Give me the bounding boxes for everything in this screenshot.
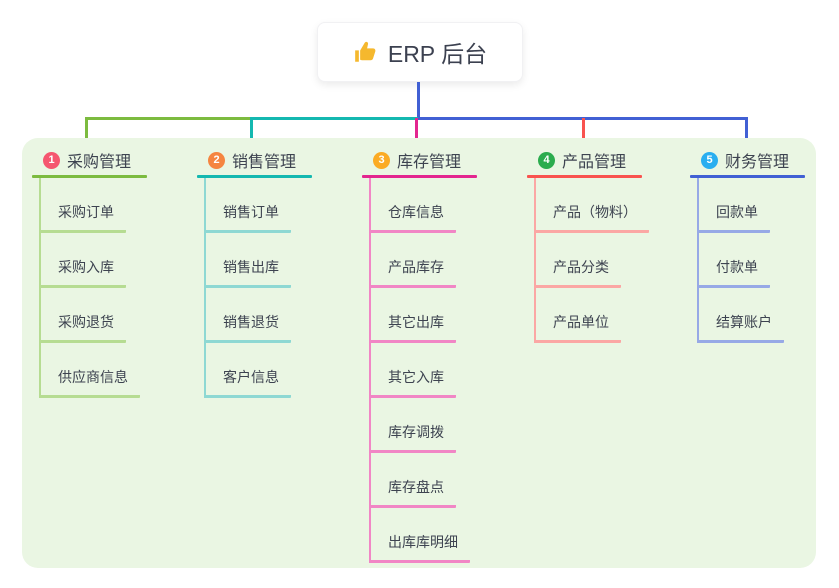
child-node[interactable]: 其它出库: [362, 288, 522, 343]
child-node[interactable]: 产品单位: [527, 288, 687, 343]
branch-child-connector: [204, 178, 206, 398]
branch-number-badge: 5: [701, 151, 718, 169]
branch-number-badge: 2: [208, 151, 225, 169]
branch-number-badge: 4: [538, 151, 555, 169]
drop-purchase: [85, 117, 88, 147]
branch-node-sales[interactable]: 2 销售管理: [197, 145, 357, 175]
child-label: 销售退货: [204, 312, 291, 343]
branch-purchase: 1 采购管理 采购订单 采购入库 采购退货 供应商信息: [32, 145, 192, 398]
child-label: 产品分类: [534, 257, 621, 288]
child-label: 供应商信息: [39, 367, 140, 398]
child-label: 付款单: [697, 257, 770, 288]
branch-number-badge: 3: [373, 151, 390, 169]
branch-node-inventory[interactable]: 3 库存管理: [362, 145, 522, 175]
branch-inventory: 3 库存管理 仓库信息 产品库存 其它出库 其它入库 库存调拨 库存盘点 出库库…: [362, 145, 522, 563]
branch-underline: [32, 175, 147, 178]
child-node[interactable]: 结算账户: [690, 288, 839, 343]
branch-children: 销售订单 销售出库 销售退货 客户信息: [197, 178, 357, 398]
drop-inventory: [415, 118, 418, 151]
branch-underline: [690, 175, 805, 178]
child-node[interactable]: 供应商信息: [32, 343, 192, 398]
branch-node-purchase[interactable]: 1 采购管理: [32, 145, 192, 175]
child-node[interactable]: 出库库明细: [362, 508, 522, 563]
child-label: 采购订单: [39, 202, 126, 233]
child-node[interactable]: 产品分类: [527, 233, 687, 288]
branch-child-connector: [697, 178, 699, 343]
branch-underline: [197, 175, 312, 178]
child-node[interactable]: 销售出库: [197, 233, 357, 288]
child-node[interactable]: 采购入库: [32, 233, 192, 288]
branch-number-badge: 1: [43, 151, 60, 169]
drop-finance: [745, 117, 748, 147]
root-title: ERP 后台: [387, 41, 488, 67]
branch-children: 采购订单 采购入库 采购退货 供应商信息: [32, 178, 192, 398]
branch-finance: 5 财务管理 回款单 付款单 结算账户: [690, 145, 839, 343]
child-label: 仓库信息: [369, 202, 456, 233]
child-node[interactable]: 其它入库: [362, 343, 522, 398]
child-node[interactable]: 采购退货: [32, 288, 192, 343]
branch-node-finance[interactable]: 5 财务管理: [690, 145, 839, 175]
bus-segment-teal: [250, 117, 418, 120]
child-node[interactable]: 库存盘点: [362, 453, 522, 508]
child-label: 回款单: [697, 202, 770, 233]
child-node[interactable]: 仓库信息: [362, 178, 522, 233]
branches-panel: [22, 138, 816, 568]
thumbs-up-icon: [353, 39, 379, 65]
branch-title: 销售管理: [232, 154, 297, 171]
child-label: 库存调拨: [369, 422, 456, 453]
child-label: 产品（物料）: [534, 202, 649, 233]
child-node[interactable]: 客户信息: [197, 343, 357, 398]
branch-node-product[interactable]: 4 产品管理: [527, 145, 687, 175]
child-label: 产品库存: [369, 257, 456, 288]
child-label: 客户信息: [204, 367, 291, 398]
child-label: 出库库明细: [369, 532, 470, 563]
branch-title: 产品管理: [562, 154, 627, 171]
child-label: 其它入库: [369, 367, 456, 398]
child-node[interactable]: 付款单: [690, 233, 839, 288]
child-label: 其它出库: [369, 312, 456, 343]
root-node[interactable]: ERP 后台: [317, 22, 523, 82]
branch-children: 仓库信息 产品库存 其它出库 其它入库 库存调拨 库存盘点 出库库明细: [362, 178, 522, 563]
branch-title: 财务管理: [725, 154, 790, 171]
branch-title: 采购管理: [67, 154, 132, 171]
child-node[interactable]: 产品库存: [362, 233, 522, 288]
drop-product: [582, 118, 585, 147]
child-node[interactable]: 回款单: [690, 178, 839, 233]
branch-title: 库存管理: [397, 154, 462, 171]
child-label: 结算账户: [697, 312, 784, 343]
bus-segment-green: [85, 117, 252, 120]
branch-underline: [362, 175, 477, 178]
child-node[interactable]: 采购订单: [32, 178, 192, 233]
branch-children: 产品（物料） 产品分类 产品单位: [527, 178, 687, 343]
branch-sales: 2 销售管理 销售订单 销售出库 销售退货 客户信息: [197, 145, 357, 398]
child-label: 采购入库: [39, 257, 126, 288]
branch-child-connector: [39, 178, 41, 398]
child-node[interactable]: 销售订单: [197, 178, 357, 233]
branch-underline: [527, 175, 642, 178]
child-label: 采购退货: [39, 312, 126, 343]
child-node[interactable]: 产品（物料）: [527, 178, 687, 233]
branch-child-connector: [534, 178, 536, 343]
branch-child-connector: [369, 178, 371, 563]
child-label: 销售出库: [204, 257, 291, 288]
root-connector-vertical: [417, 82, 420, 120]
child-node[interactable]: 销售退货: [197, 288, 357, 343]
branch-product: 4 产品管理 产品（物料） 产品分类 产品单位: [527, 145, 687, 343]
child-label: 库存盘点: [369, 477, 456, 508]
child-label: 销售订单: [204, 202, 291, 233]
child-node[interactable]: 库存调拨: [362, 398, 522, 453]
drop-sales: [250, 117, 253, 147]
child-label: 产品单位: [534, 312, 621, 343]
branch-children: 回款单 付款单 结算账户: [690, 178, 839, 343]
